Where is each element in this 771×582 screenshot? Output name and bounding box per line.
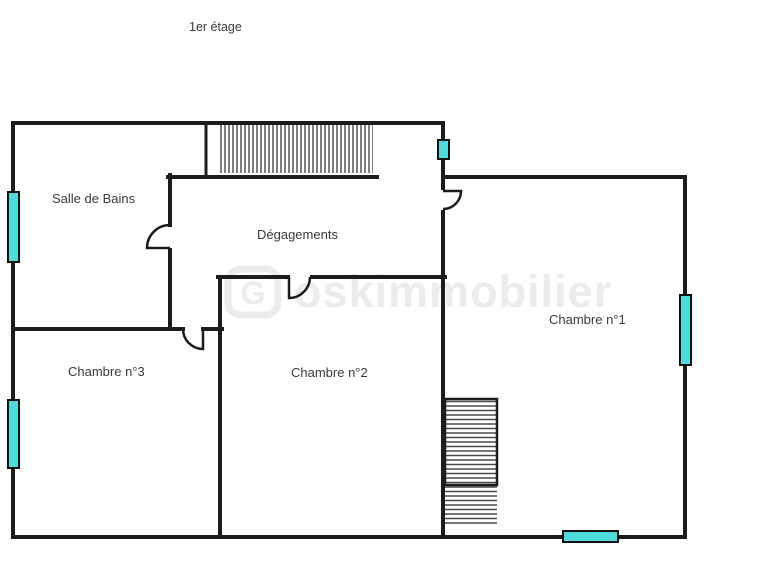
room-label-degagements: Dégagements [257,227,338,242]
doors [145,189,463,351]
staircase-lower [443,397,499,525]
door-arc-chambre-3 [181,328,205,351]
door-arc-chambre-2 [287,276,312,300]
room-label-chambre-1: Chambre n°1 [549,312,626,327]
door-arc-chambre-1 [442,189,463,211]
window-right [679,294,692,366]
staircase-upper [204,121,373,177]
door-arc-salle-de-bains [145,223,171,250]
window-bottom [562,530,619,543]
room-label-chambre-2: Chambre n°2 [291,365,368,380]
room-label-salle-de-bains: Salle de Bains [52,191,136,206]
floor-title: 1er étage [189,20,242,34]
windows [7,139,692,543]
window-left-lower [7,399,20,469]
walls [11,121,687,539]
window-top-small [437,139,450,160]
window-left-upper [7,191,20,263]
room-label-chambre-3: Chambre n°3 [68,364,145,379]
